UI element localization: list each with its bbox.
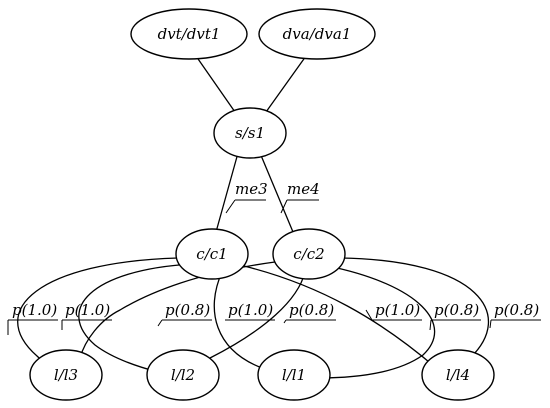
edge-label-me4-text: me4 <box>287 180 320 198</box>
svg-text:p(0.8): p(0.8) <box>434 301 479 319</box>
edge-label-c2-l2: p(0.8) <box>283 301 336 324</box>
p-value: (1.0) <box>238 301 274 319</box>
edge-label-c1-l3: p(1.0) <box>7 301 58 335</box>
node-label: dvt/dvt1 <box>158 25 221 43</box>
p-value: (0.8) <box>504 301 540 319</box>
svg-text:p(1.0): p(1.0) <box>12 301 57 319</box>
node-c-c2: c/c2 <box>272 228 346 280</box>
edge-s1-c1 <box>215 152 239 233</box>
node-label: l/l3 <box>54 366 78 384</box>
p-value: (1.0) <box>75 301 111 319</box>
edges <box>17 55 489 379</box>
edge-c2-l2 <box>209 271 306 359</box>
p-value: (0.8) <box>444 301 480 319</box>
p-symbol: p <box>375 301 385 319</box>
edge-label-c2-l4: p(0.8) <box>489 301 541 329</box>
node-label: l/l2 <box>171 366 195 384</box>
p-value: (0.8) <box>175 301 211 319</box>
edge-s1-c2 <box>259 152 294 233</box>
node-label: s/s1 <box>235 124 265 142</box>
edge-label-me3-text: me3 <box>235 180 268 198</box>
p-symbol: p <box>494 301 504 319</box>
p-value: (1.0) <box>22 301 58 319</box>
edge-label-c1-l2: p(1.0) <box>61 301 112 330</box>
p-value: (0.8) <box>299 301 335 319</box>
node-dvt-dvt1: dvt/dvt1 <box>130 8 248 60</box>
node-c-c1: c/c1 <box>175 228 249 280</box>
node-dva-dva1: dva/dva1 <box>258 8 376 60</box>
node-label: c/c1 <box>196 245 227 263</box>
node-label: l/l4 <box>446 366 470 384</box>
edge-c1-l2 <box>78 263 193 373</box>
node-l-l1: l/l1 <box>257 349 331 401</box>
edge-label-c1-l1: p(1.0) <box>225 301 275 321</box>
svg-text:p(1.0): p(1.0) <box>65 301 110 319</box>
edge-label-c1-l4: p(1.0) <box>365 301 422 321</box>
edge-label-c2-l3: p(0.8) <box>157 301 212 327</box>
edge-label-me3: me3 <box>225 180 268 214</box>
edge-dvt-s1 <box>195 55 236 113</box>
edge-dva-s1 <box>265 55 307 113</box>
svg-text:p(0.8): p(0.8) <box>165 301 210 319</box>
p-symbol: p <box>434 301 444 319</box>
edge-c1-l4 <box>243 265 436 368</box>
edge-label-c2-l1: p(0.8) <box>429 301 481 331</box>
edge-c2-l1 <box>317 265 436 379</box>
node-l-l3: l/l3 <box>29 349 103 401</box>
p-symbol: p <box>289 301 299 319</box>
edge-label-me4: me4 <box>280 180 320 214</box>
edge-c1-l1 <box>213 271 263 369</box>
p-symbol: p <box>228 301 238 319</box>
svg-text:p(0.8): p(0.8) <box>289 301 334 319</box>
svg-text:p(0.8): p(0.8) <box>494 301 539 319</box>
p-symbol: p <box>165 301 175 319</box>
p-symbol: p <box>65 301 75 319</box>
p-symbol: p <box>12 301 22 319</box>
p-value: (1.0) <box>385 301 421 319</box>
node-l-l4: l/l4 <box>421 349 495 401</box>
node-label: l/l1 <box>282 366 306 384</box>
svg-text:p(1.0): p(1.0) <box>228 301 273 319</box>
node-s-s1: s/s1 <box>213 107 287 159</box>
node-label: dva/dva1 <box>283 25 352 43</box>
svg-text:p(1.0): p(1.0) <box>375 301 420 319</box>
nodes: dvt/dvt1 dva/dva1 s/s1 c/c1 c/c2 l/l3 l/… <box>29 8 495 401</box>
node-label: c/c2 <box>293 245 324 263</box>
edge-labels: me3 me4 p(1.0) p(1.0) p(0.8) p(1.0) p(0.… <box>7 180 541 335</box>
node-l-l2: l/l2 <box>146 349 220 401</box>
